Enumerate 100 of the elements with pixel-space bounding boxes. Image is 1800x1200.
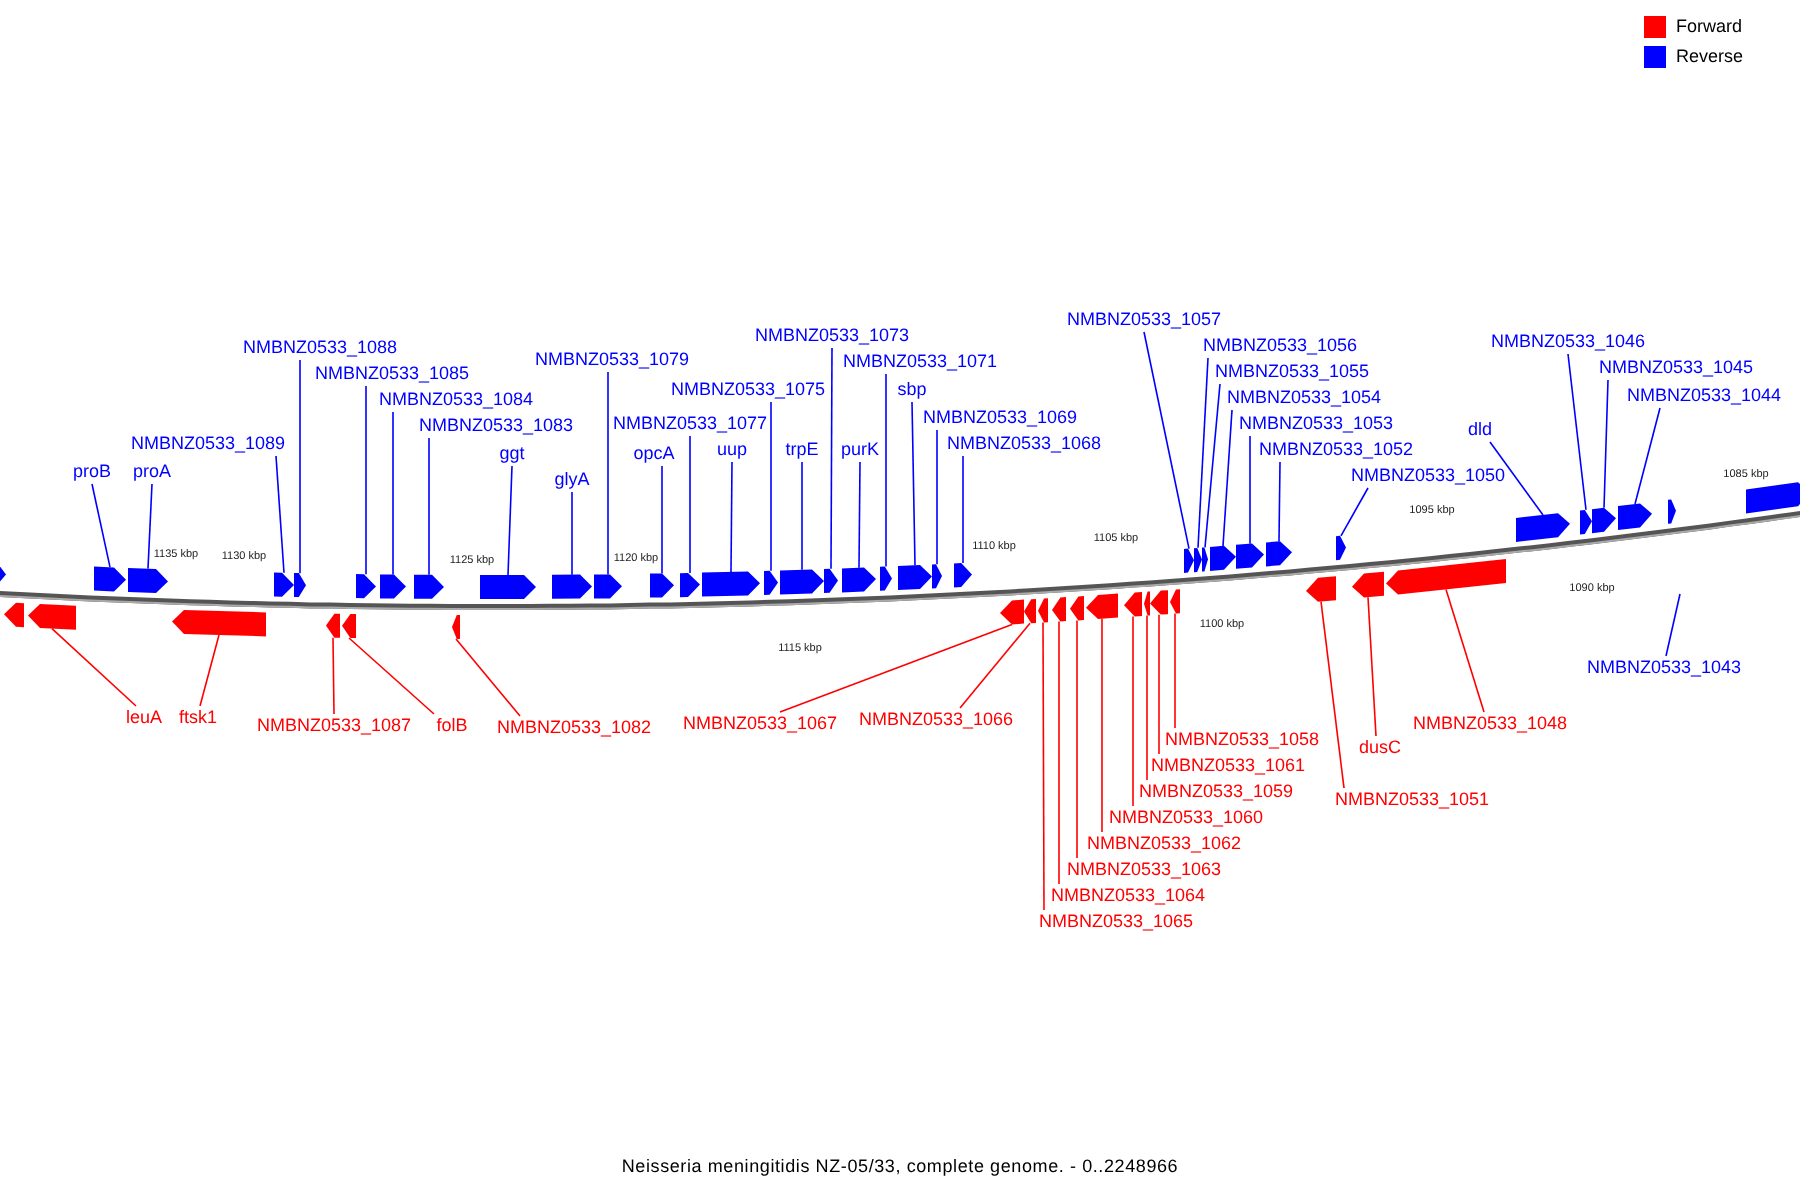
gene-label: NMBNZ0533_1063 [1066, 859, 1222, 881]
gene-block [94, 566, 126, 592]
gene-block [1170, 589, 1180, 614]
gene-label: NMBNZ0533_1061 [1150, 755, 1306, 777]
gene-label: NMBNZ0533_1085 [314, 363, 470, 385]
gene-label: NMBNZ0533_1068 [946, 433, 1102, 455]
gene-label: dusC [1359, 737, 1401, 759]
gene-block [128, 568, 168, 593]
gene-label: purK [841, 439, 879, 461]
leader-line [455, 638, 521, 717]
gene-block [380, 574, 406, 599]
leader-line [801, 461, 803, 571]
gene-block [1038, 598, 1048, 623]
leader-line [1174, 612, 1176, 729]
gene-label: NMBNZ0533_1073 [754, 325, 910, 347]
leader-line [1222, 409, 1233, 547]
leader-line [770, 401, 772, 572]
gene-label: NMBNZ0533_1084 [378, 389, 534, 411]
gene-label: NMBNZ0533_1059 [1138, 781, 1294, 803]
leader-line [1042, 621, 1045, 911]
gene-block [0, 561, 6, 586]
gene-block [842, 567, 876, 593]
gene-block [4, 602, 24, 628]
gene-block [1236, 543, 1264, 569]
gene-block [1210, 545, 1236, 571]
gene-label: NMBNZ0533_1051 [1334, 789, 1490, 811]
gene-label: proA [133, 461, 171, 483]
leader-line [1158, 614, 1160, 755]
gene-label: NMBNZ0533_1052 [1258, 439, 1414, 461]
gene-block [880, 566, 892, 591]
leader-line [1603, 379, 1609, 509]
leader-line [1204, 383, 1221, 549]
gene-label: NMBNZ0533_1082 [496, 717, 652, 739]
leader-line [428, 437, 430, 576]
gene-label: NMBNZ0533_1046 [1490, 331, 1646, 353]
gene-block [1352, 571, 1384, 598]
leader-line [1567, 353, 1587, 511]
leader-line [607, 371, 609, 576]
leader-line [275, 455, 285, 574]
leader-line [332, 637, 335, 715]
leader-line [1340, 487, 1369, 537]
gene-block [1668, 499, 1676, 524]
gene-block [1194, 548, 1202, 573]
leader-line [1445, 588, 1485, 713]
gene-block [452, 615, 460, 639]
leader-line [730, 461, 733, 573]
gene-label: NMBNZ0533_1044 [1626, 385, 1782, 407]
gene-block [1124, 592, 1142, 617]
gene-block [954, 563, 972, 588]
gene-block [172, 610, 266, 637]
leader-line [1665, 593, 1681, 657]
gene-label: NMBNZ0533_1045 [1598, 357, 1754, 379]
gene-label: uup [716, 439, 748, 461]
leader-line [1278, 461, 1281, 543]
gene-label: NMBNZ0533_1043 [1586, 657, 1742, 679]
legend-label: Forward [1676, 16, 1743, 38]
leader-line [1132, 615, 1134, 807]
leader-line [507, 465, 513, 576]
leader-line [779, 623, 1013, 713]
gene-label: NMBNZ0533_1077 [612, 413, 768, 435]
gene-label: NMBNZ0533_1079 [534, 349, 690, 371]
gene-block [294, 573, 306, 597]
gene-block [1618, 503, 1652, 530]
gene-label: NMBNZ0533_1057 [1066, 309, 1222, 331]
gene-block [1336, 535, 1346, 561]
leader-line [911, 401, 916, 566]
gene-label: opcA [633, 443, 675, 465]
gene-label: NMBNZ0533_1066 [858, 709, 1014, 731]
gene-block [1150, 590, 1168, 615]
leader-line [147, 483, 153, 570]
gene-label: NMBNZ0533_1071 [842, 351, 998, 373]
gene-label: trpE [785, 439, 819, 461]
gene-block [1306, 576, 1336, 602]
leader-line [1367, 596, 1377, 737]
leader-line [1076, 619, 1078, 859]
gene-block [480, 575, 536, 599]
gene-block [1266, 541, 1292, 567]
gene-label: NMBNZ0533_1088 [242, 337, 398, 359]
gene-block [650, 573, 674, 598]
gene-label: dld [1468, 419, 1492, 441]
gene-block [342, 614, 356, 638]
gene-label: NMBNZ0533_1053 [1238, 413, 1394, 435]
gene-label: NMBNZ0533_1054 [1226, 387, 1382, 409]
gene-label: NMBNZ0533_1087 [256, 715, 412, 737]
leader-line [348, 637, 435, 715]
gene-block [28, 604, 76, 630]
leader-line [51, 627, 137, 707]
gene-label: ftsk1 [179, 707, 217, 729]
gene-label: NMBNZ0533_1062 [1086, 833, 1242, 855]
gene-label: NMBNZ0533_1083 [418, 415, 574, 437]
leader-line [885, 373, 887, 568]
leader-line [1058, 620, 1060, 885]
gene-label: sbp [897, 379, 927, 401]
leader-line [299, 359, 301, 574]
leader-line [1197, 357, 1209, 549]
gene-block [1184, 548, 1194, 573]
leader-line [1143, 331, 1190, 550]
gene-block [326, 613, 340, 638]
leader-line [365, 385, 367, 575]
gene-block [356, 574, 376, 599]
